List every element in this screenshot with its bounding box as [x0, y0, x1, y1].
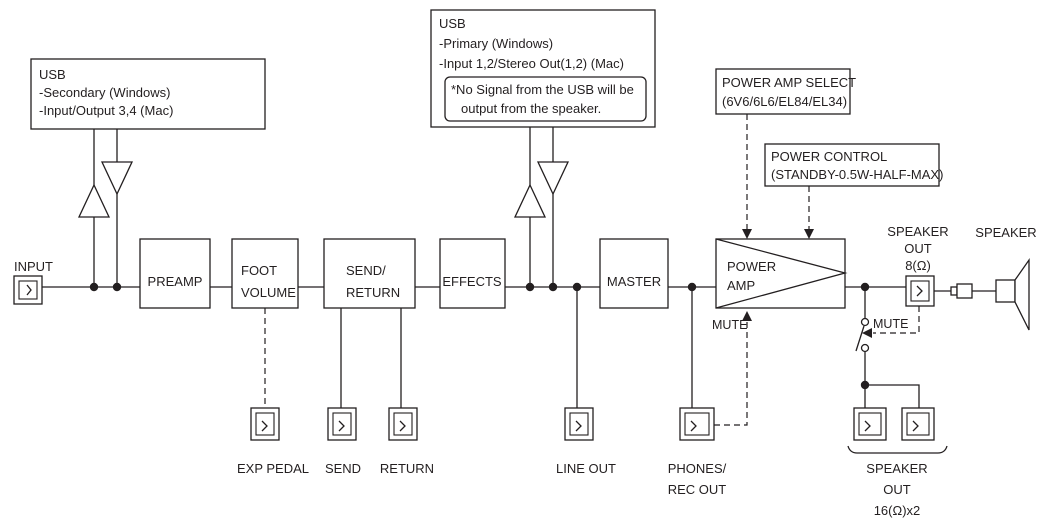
power-control-box: POWER CONTROL (STANDBY-0.5W-HALF-MAX): [764, 143, 943, 187]
send-return-label-2: RETURN: [346, 285, 400, 300]
usb-secondary-buffers: [77, 129, 134, 287]
speaker-out-16-labels: SPEAKER OUT 16(Ω)x2: [866, 461, 927, 518]
mute-amp-label: MUTE: [712, 318, 747, 332]
speaker-out-16-label-2: OUT: [883, 482, 911, 497]
phones-jack: PHONES/ REC OUT: [668, 407, 727, 497]
line-out-jack: LINE OUT: [556, 407, 616, 476]
effects-block: EFFECTS: [439, 238, 506, 309]
mute-switch-label: MUTE: [873, 317, 908, 331]
return-label: RETURN: [380, 461, 434, 476]
master-block: MASTER: [599, 238, 669, 309]
usb-secondary-line-1: -Secondary (Windows): [39, 85, 171, 100]
send-jack: SEND: [325, 407, 361, 476]
power-amp-block: POWER AMP: [715, 238, 848, 309]
send-label: SEND: [325, 461, 361, 476]
foot-volume-label-2: VOLUME: [241, 285, 296, 300]
phones-label-2: REC OUT: [668, 482, 727, 497]
power-amp-select-value: (6V6/6L6/EL84/EL34): [722, 94, 847, 109]
preamp-label: PREAMP: [148, 274, 203, 289]
power-amp-label-2: AMP: [727, 278, 755, 293]
usb-secondary-send-triangle: [77, 183, 111, 218]
usb-primary-title: USB: [439, 16, 466, 31]
power-amp-select-box: POWER AMP SELECT (6V6/6L6/EL84/EL34): [715, 68, 856, 115]
input-label: INPUT: [14, 259, 53, 274]
line-out-label: LINE OUT: [556, 461, 616, 476]
speaker-out-16-brace: [847, 445, 948, 454]
speaker-plug: [934, 283, 996, 299]
usb-primary-note-2: output from the speaker.: [461, 101, 601, 116]
speaker-out-16-jack-1: [853, 407, 887, 441]
usb-primary-line-2: -Input 1,2/Stereo Out(1,2) (Mac): [439, 56, 624, 71]
speaker-out-16-label-1: SPEAKER: [866, 461, 927, 476]
usb-secondary-box: USB -Secondary (Windows) -Input/Output 3…: [30, 58, 266, 130]
foot-volume-block: FOOT VOLUME: [231, 238, 299, 309]
usb-secondary-return-triangle: [100, 161, 134, 196]
speaker-out-8-labels: SPEAKER OUT 8(Ω): [887, 224, 948, 273]
usb-primary-send-triangle: [513, 183, 547, 218]
power-control-value: (STANDBY-0.5W-HALF-MAX): [771, 167, 943, 182]
usb-primary-note-box: [444, 76, 647, 122]
usb-primary-box: USB -Primary (Windows) -Input 1,2/Stereo…: [430, 9, 656, 128]
phones-label-1: PHONES/: [668, 461, 727, 476]
speaker-out-16-label-3: 16(Ω)x2: [874, 503, 921, 518]
mute-switch: MUTE: [855, 287, 920, 385]
preamp-block: PREAMP: [139, 238, 211, 309]
speaker-out-8-label-2: OUT: [904, 241, 932, 256]
effects-label: EFFECTS: [442, 274, 502, 289]
usb-primary-buffers: [513, 127, 570, 287]
usb-primary-note-1: *No Signal from the USB will be: [451, 82, 634, 97]
speaker-out-8-jack: [905, 275, 935, 307]
input-jack: INPUT: [13, 259, 53, 305]
exp-pedal-jack: EXP PEDAL: [237, 407, 309, 476]
power-amp-label-1: POWER: [727, 259, 776, 274]
speaker-out-8-label-1: SPEAKER: [887, 224, 948, 239]
usb-secondary-line-2: -Input/Output 3,4 (Mac): [39, 103, 173, 118]
usb-primary-line-1: -Primary (Windows): [439, 36, 553, 51]
speaker-icon: SPEAKER: [975, 225, 1037, 331]
speaker-label: SPEAKER: [975, 225, 1036, 240]
foot-volume-label-1: FOOT: [241, 263, 277, 278]
speaker-out-16-wiring: [864, 384, 920, 408]
send-return-label-1: SEND/: [346, 263, 386, 278]
usb-secondary-title: USB: [39, 67, 66, 82]
power-control-title: POWER CONTROL: [771, 149, 887, 164]
return-jack: RETURN: [380, 407, 434, 476]
exp-pedal-label: EXP PEDAL: [237, 461, 309, 476]
speaker-out-8-label-3: 8(Ω): [905, 258, 931, 273]
phones-mute-path: [714, 320, 748, 426]
mute-arrow-head: [742, 311, 752, 321]
speaker-out-16-jack-2: [901, 407, 935, 441]
send-return-block: SEND/ RETURN: [323, 238, 416, 309]
usb-primary-return-triangle: [536, 161, 570, 196]
master-label: MASTER: [607, 274, 661, 289]
power-amp-select-title: POWER AMP SELECT: [722, 75, 856, 90]
